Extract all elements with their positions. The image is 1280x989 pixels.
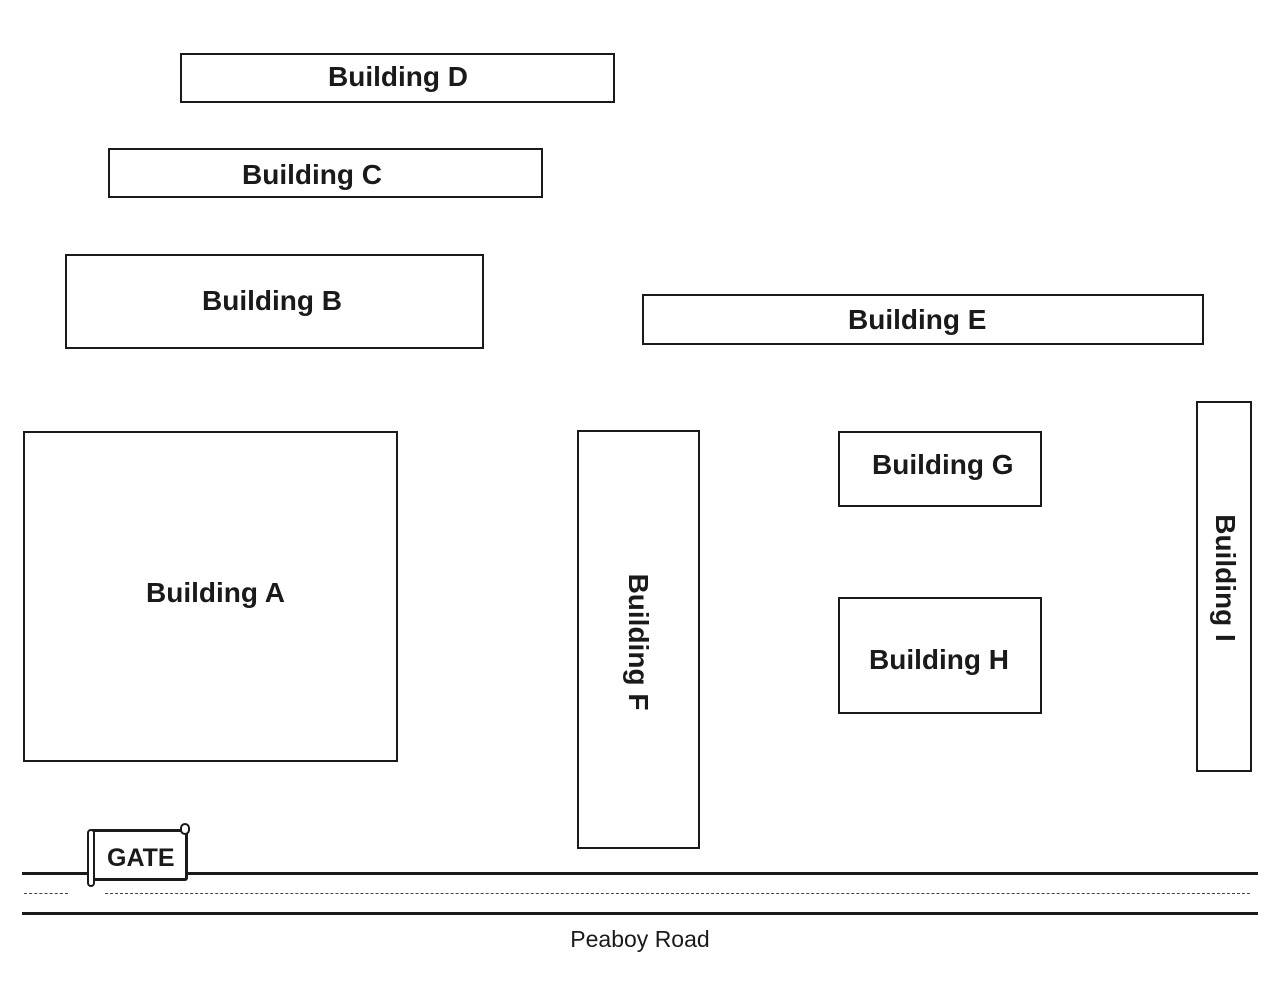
building-h[interactable]	[838, 597, 1042, 714]
gate-sign	[88, 829, 188, 881]
building-d[interactable]	[180, 53, 615, 103]
road-centerline-short	[24, 893, 68, 894]
building-b-label: Building B	[202, 285, 342, 316]
road-top-edge	[22, 872, 1258, 875]
road-centerline	[105, 893, 1250, 894]
gate-post	[87, 829, 95, 887]
building-f[interactable]	[577, 430, 700, 849]
gate-scroll-curl	[180, 823, 190, 835]
building-i[interactable]	[1196, 401, 1252, 772]
building-g[interactable]	[838, 431, 1042, 507]
building-f-label: Building F	[623, 573, 654, 711]
gate-label: GATE	[107, 844, 175, 872]
building-e[interactable]	[642, 294, 1204, 345]
building-d-label: Building D	[328, 61, 468, 92]
building-e-label: Building E	[848, 304, 987, 335]
building-c-label: Building C	[242, 159, 382, 190]
road-bottom-edge	[22, 912, 1258, 915]
building-h-label: Building H	[869, 644, 1009, 675]
building-i-label: Building I	[1210, 514, 1241, 642]
building-a[interactable]	[23, 431, 398, 762]
building-g-label: Building G	[872, 449, 1014, 480]
building-b[interactable]	[65, 254, 484, 349]
building-c[interactable]	[108, 148, 543, 198]
road-name: Peaboy Road	[570, 926, 710, 952]
building-a-label: Building A	[146, 577, 285, 608]
